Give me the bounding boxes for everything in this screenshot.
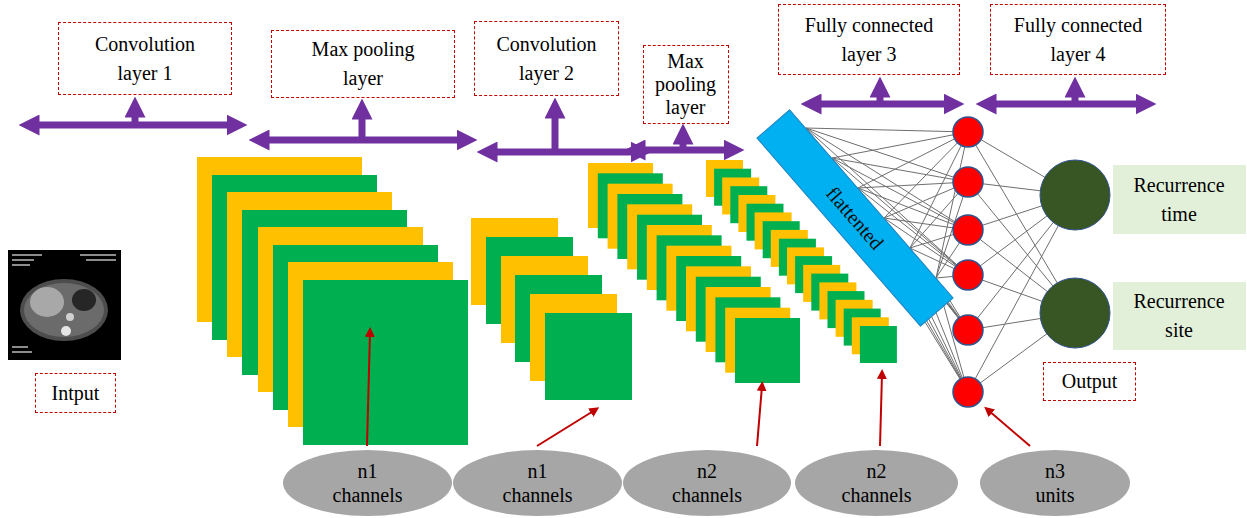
label-text: Max pooling layer [650,50,722,119]
channel-ellipse: n2 channels [795,450,958,516]
pointer-arrow [680,134,687,150]
ct-spine [61,326,71,336]
ct-frame [8,250,121,360]
label-text: Max pooling layer [301,35,426,93]
label-text: n1 channels [495,459,580,507]
layer-label-box: Intput [35,373,116,413]
pointer-arrow [359,109,366,140]
leader-arrow [988,410,1030,446]
pointer-arrow [877,87,884,104]
label-text: flattented [821,182,889,255]
output-neuron [1040,278,1110,348]
layer-label-box: Convolution layer 2 [474,21,619,96]
channel-ellipse: n3 units [980,450,1130,516]
hidden-units [953,117,983,407]
feature-map [303,280,468,445]
pointer-arrow [132,107,139,125]
channel-ellipse: n2 channels [623,450,791,516]
ct-tissue [24,283,104,337]
label-text: Fully connected layer 4 [1003,11,1153,69]
channel-ellipse: n1 channels [283,450,452,516]
layer-label-box: Convolution layer 1 [58,22,232,95]
channel-ellipse: n1 channels [453,450,622,516]
leader-arrows [367,332,1030,446]
neuron [953,215,983,245]
neuron [953,377,983,407]
feature-maps-conv2 [588,163,800,383]
neuron [953,167,983,197]
layer-label-box: Fully connected layer 4 [990,4,1166,75]
neuron [953,260,983,290]
leader-arrow [537,410,595,446]
ct-info [86,259,116,261]
span-arrows [29,87,1146,152]
label-text: n2 channels [834,459,919,507]
label-text: Convolution layer 2 [484,30,609,88]
ct-image [8,250,121,360]
span-arrow [986,101,1146,108]
span-arrow [487,149,641,156]
label-text: Convolution layer 1 [83,30,208,88]
output-label-box: Recurrence time [1113,165,1246,234]
ct-info [12,259,34,261]
ct-info [80,254,116,256]
label-text: Output [1062,367,1118,396]
neuron [953,315,983,345]
output-label-box: Recurrence site [1113,282,1246,350]
ct-info [12,254,42,256]
leader-arrow [880,374,882,446]
label-text: Recurrence site [1122,287,1237,345]
leader-arrow [757,386,762,446]
feature-map [545,313,632,400]
label-text: n2 channels [665,459,750,507]
neuron [953,117,983,147]
layer-label-box: Max pooling layer [643,45,729,124]
ct-info [12,346,28,348]
feature-map [860,326,897,363]
label-text: Fully connected layer 3 [794,11,944,69]
feature-maps-conv1 [197,157,468,445]
label-text: n1 channels [325,459,410,507]
layer-label-box: Fully connected layer 3 [778,4,960,75]
label-text: n3 units [1028,459,1083,507]
layer-label-box: Output [1043,362,1136,401]
pointer-arrow [552,108,559,152]
ct-liver [30,287,64,317]
ct-info [12,264,30,266]
ct-info [12,351,32,353]
output-neuron [1040,160,1110,230]
ct-aorta [66,313,74,321]
leader-arrow [367,332,370,446]
label-text: Recurrence time [1122,171,1237,229]
layer-label-box: Max pooling layer [271,30,455,98]
ct-body [20,279,108,341]
pointer-arrow [1072,87,1079,104]
label-text: Intput [52,379,100,408]
ct-stomach [72,289,96,311]
feature-map [735,318,800,383]
